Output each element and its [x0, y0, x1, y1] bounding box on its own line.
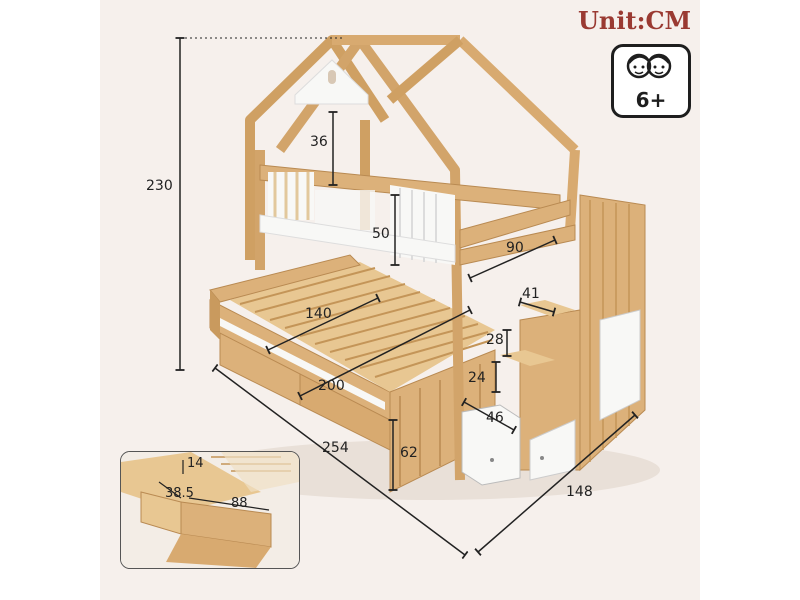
dimension-lines: [175, 37, 639, 560]
dim-total-height: 230: [146, 178, 173, 194]
dim-lower-bed-height: 62: [400, 445, 418, 461]
dim-roof-gap: 36: [310, 134, 328, 150]
stair-step-2: [500, 350, 555, 366]
product-image-canvas: Unit:CM 6+ 230 36 50 90 140 200 254 62 4…: [100, 0, 700, 600]
age-text: 6+: [635, 88, 667, 112]
dim-stair-drawer-depth: 46: [486, 410, 504, 426]
drawer-illustration: [121, 452, 299, 568]
dim-stair-top-width: 41: [522, 286, 540, 302]
kids-faces-icon: [626, 53, 672, 79]
bunk-bed-illustration: [175, 35, 660, 560]
dim-total-width: 148: [566, 484, 593, 500]
dim-stair-step-height-2: 24: [468, 370, 486, 386]
stair-cabinet-white: [599, 309, 641, 421]
unit-label: Unit:CM: [578, 6, 692, 35]
lower-headboard-panel: [210, 290, 220, 340]
age-badge: 6+: [611, 44, 691, 118]
upper-guardrail: [259, 164, 576, 266]
dim-lower-bed-length: 200: [318, 378, 345, 394]
dim-lower-bed-width: 140: [305, 306, 332, 322]
inset-dim-length: 88: [231, 496, 248, 511]
drawer-detail-inset: 14 38.5 88: [120, 451, 300, 569]
dim-stair-step-height-1: 28: [486, 332, 504, 348]
dim-top-bed-width: 90: [506, 240, 524, 256]
inset-dim-width: 38.5: [165, 486, 194, 501]
dim-total-length: 254: [322, 440, 349, 456]
gable-window: [328, 70, 336, 84]
dim-guardrail-height: 50: [372, 226, 390, 242]
inset-dim-depth: 14: [187, 456, 204, 471]
lower-headboard: [209, 254, 361, 303]
